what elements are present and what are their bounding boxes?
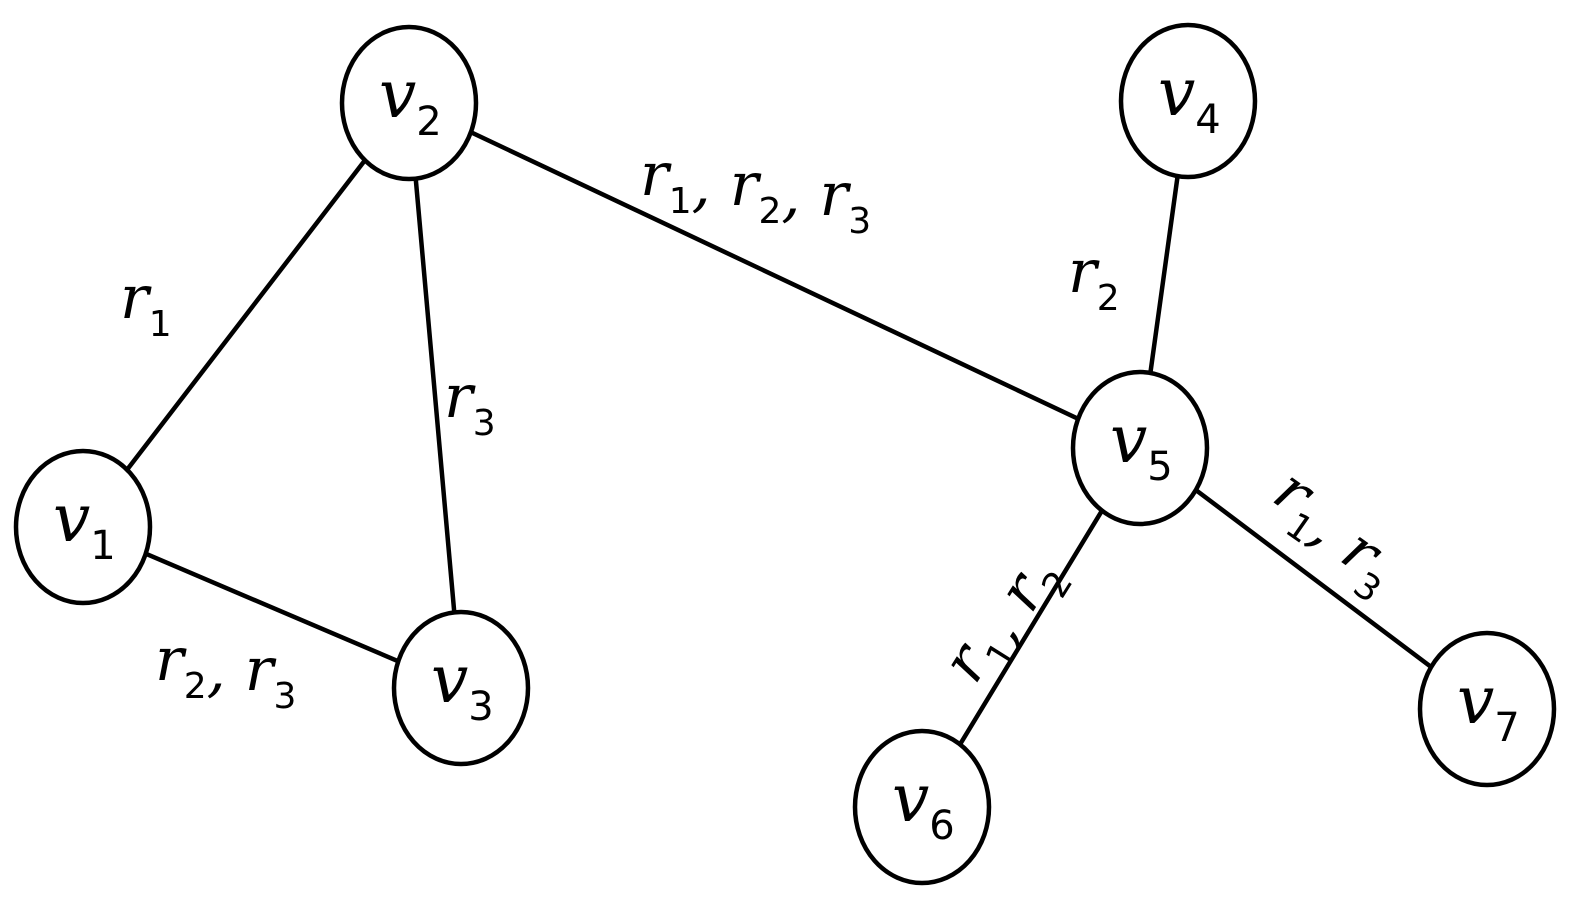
edge-v5-v7	[1137, 445, 1490, 712]
node-label-v4: v4	[1158, 54, 1221, 143]
node-label-v5: v5	[1110, 401, 1173, 490]
node-label-v6: v6	[892, 760, 955, 849]
edge-label-v2-v3: r3	[444, 362, 496, 444]
node-v1: v1	[13, 448, 153, 606]
node-circle-v2	[339, 24, 479, 182]
node-v5: v5	[1070, 369, 1210, 527]
node-circle-v5	[1070, 369, 1210, 527]
edge-label-v1-v2: r1	[120, 263, 172, 345]
node-circle-v3	[391, 609, 531, 767]
edge-label-v4-v5: r2	[1068, 237, 1120, 319]
node-label-v3: v3	[431, 641, 494, 730]
edge-v2-v3	[406, 100, 464, 691]
node-label-v7: v7	[1457, 662, 1520, 751]
edge-label-v5-v7: r1, r3	[1249, 455, 1418, 611]
node-circle-v7	[1417, 630, 1557, 788]
node-v4: v4	[1118, 22, 1258, 180]
node-circle-v4	[1118, 22, 1258, 180]
node-v2: v2	[339, 24, 479, 182]
edge-label-v2-v5: r1, r2, r3	[640, 140, 871, 242]
nodes-layer: v1 v2 v3 v4 v5 v6 v7	[13, 22, 1557, 886]
node-circle-v1	[13, 448, 153, 606]
node-v3: v3	[391, 609, 531, 767]
node-label-v2: v2	[379, 56, 442, 145]
edge-label-v5-v6: r1, r2	[928, 537, 1081, 706]
node-v7: v7	[1417, 630, 1557, 788]
edge-v1-v2	[80, 100, 412, 530]
node-circle-v6	[852, 728, 992, 886]
node-v6: v6	[852, 728, 992, 886]
edge-label-v1-v3: r2, r3	[155, 625, 296, 717]
edge-v2-v5	[406, 100, 1143, 451]
node-label-v1: v1	[53, 480, 116, 569]
